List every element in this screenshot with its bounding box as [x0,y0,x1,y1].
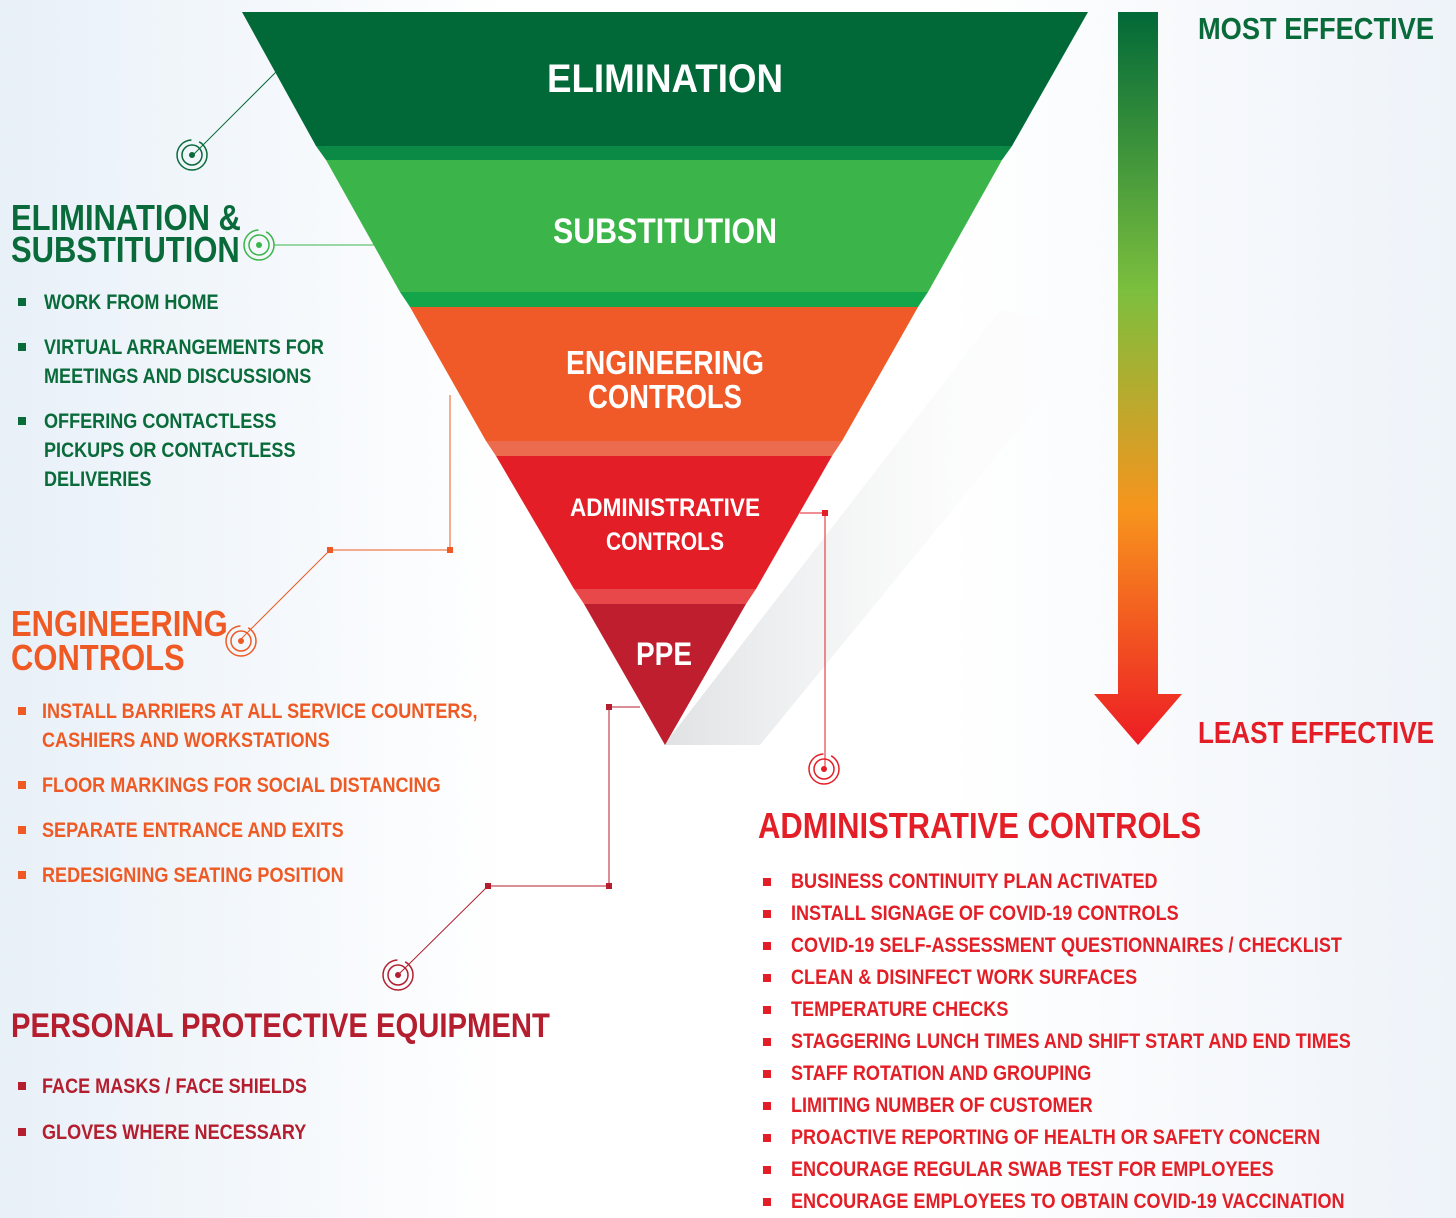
target-icon [382,959,414,991]
connector-dot [485,883,491,889]
bullet [18,343,26,351]
engineering-section-title-1: ENGINEERING [11,603,228,644]
strip-engineering [486,441,842,456]
list-item-continuation: PICKUPS OR CONTACTLESS [44,439,296,462]
list-item: FACE MASKS / FACE SHIELDS [18,1072,442,1101]
bullet [18,707,26,715]
label-engineering-1: ENGINEERING [566,344,764,381]
label-elimination: ELIMINATION [547,57,783,101]
bullet [18,826,26,834]
substitution-section-title-1: ELIMINATION & [11,197,241,238]
layer-administrative [496,456,832,589]
bullet [763,1198,771,1206]
effectiveness-arrow [1094,12,1182,745]
list-item: INSTALL BARRIERS AT ALL SERVICE COUNTERS… [18,697,562,726]
bullet [18,298,26,306]
connector-dot [822,510,828,516]
layer-engineering [410,307,918,441]
list-item: STAFF ROTATION AND GROUPING [763,1058,1451,1090]
strip-administrative [574,589,756,604]
label-engineering-2: CONTROLS [588,378,742,415]
bullet [18,1082,26,1090]
bullet [18,417,26,425]
list-item: PROACTIVE REPORTING OF HEALTH OR SAFETY … [763,1122,1451,1154]
label-substitution: SUBSTITUTION [553,212,777,251]
list-item: VIRTUAL ARRANGEMENTS FOR [18,333,364,362]
bullet [763,1102,771,1110]
bullet [763,1006,771,1014]
list-item: STAGGERING LUNCH TIMES AND SHIFT START A… [763,1026,1451,1058]
list-item: LIMITING NUMBER OF CUSTOMER [763,1090,1451,1122]
substitution-list: WORK FROM HOME VIRTUAL ARRANGEMENTS FOR … [18,288,364,510]
target-icon [225,625,257,657]
target-icon [176,139,208,171]
connector-dot [327,547,333,553]
label-administrative-2: CONTROLS [606,528,724,556]
layer-elimination [242,12,1088,146]
list-item-continuation: DELIVERIES [44,468,152,491]
list-item: OFFERING CONTACTLESS [18,407,364,436]
bullet [18,871,26,879]
label-ppe: PPE [636,636,692,672]
target-icon [808,753,840,785]
list-item: ENCOURAGE EMPLOYEES TO OBTAIN COVID-19 V… [763,1186,1451,1218]
list-item: COVID-19 SELF-ASSESSMENT QUESTIONNAIRES … [763,930,1451,962]
bullet [763,974,771,982]
administrative-section-title: ADMINISTRATIVE CONTROLS [758,805,1202,846]
list-item: GLOVES WHERE NECESSARY [18,1118,442,1147]
list-item: TEMPERATURE CHECKS [763,994,1451,1026]
layer-ppe [584,604,746,745]
engineering-section-title-2: CONTROLS [11,637,185,678]
list-item: FLOOR MARKINGS FOR SOCIAL DISTANCING [18,771,562,800]
bullet [763,1070,771,1078]
label-administrative-1: ADMINISTRATIVE [570,494,760,522]
list-item: WORK FROM HOME [18,288,364,317]
pyramid-shadow [664,310,1100,745]
list-item: SEPARATE ENTRANCE AND EXITS [18,816,562,845]
connector-engineering [239,395,451,641]
bullet [763,1038,771,1046]
list-item: CLEAN & DISINFECT WORK SURFACES [763,962,1451,994]
strip-substitution [400,292,928,307]
connector-elimination [193,69,279,155]
least-effective-label: LEAST EFFECTIVE [1198,715,1434,750]
engineering-list: INSTALL BARRIERS AT ALL SERVICE COUNTERS… [18,697,562,906]
list-item: ENCOURAGE REGULAR SWAB TEST FOR EMPLOYEE… [763,1154,1451,1186]
list-item: BUSINESS CONTINUITY PLAN ACTIVATED [763,866,1451,898]
administrative-list: BUSINESS CONTINUITY PLAN ACTIVATED INSTA… [763,866,1451,1218]
connector-dot [606,704,612,710]
connector-dot [447,547,453,553]
substitution-section-title-2: SUBSTITUTION [11,229,240,270]
most-effective-label: MOST EFFECTIVE [1198,11,1434,46]
target-icon [243,229,275,261]
list-item: REDESIGNING SEATING POSITION [18,861,562,890]
list-item: INSTALL SIGNAGE OF COVID-19 CONTROLS [763,898,1451,930]
list-item-continuation: MEETINGS AND DISCUSSIONS [44,365,312,388]
bullet [763,1166,771,1174]
layer-substitution [326,160,1002,292]
connector-dot [606,883,612,889]
bullet [763,878,771,886]
bullet [763,1134,771,1142]
bullet [18,1128,26,1136]
list-item-continuation: CASHIERS AND WORKSTATIONS [42,729,330,752]
bullet [763,942,771,950]
strip-elimination [316,146,1012,160]
ppe-list: FACE MASKS / FACE SHIELDS GLOVES WHERE N… [18,1072,442,1164]
ppe-section-title: PERSONAL PROTECTIVE EQUIPMENT [11,1007,550,1045]
bullet [18,781,26,789]
bullet [763,910,771,918]
